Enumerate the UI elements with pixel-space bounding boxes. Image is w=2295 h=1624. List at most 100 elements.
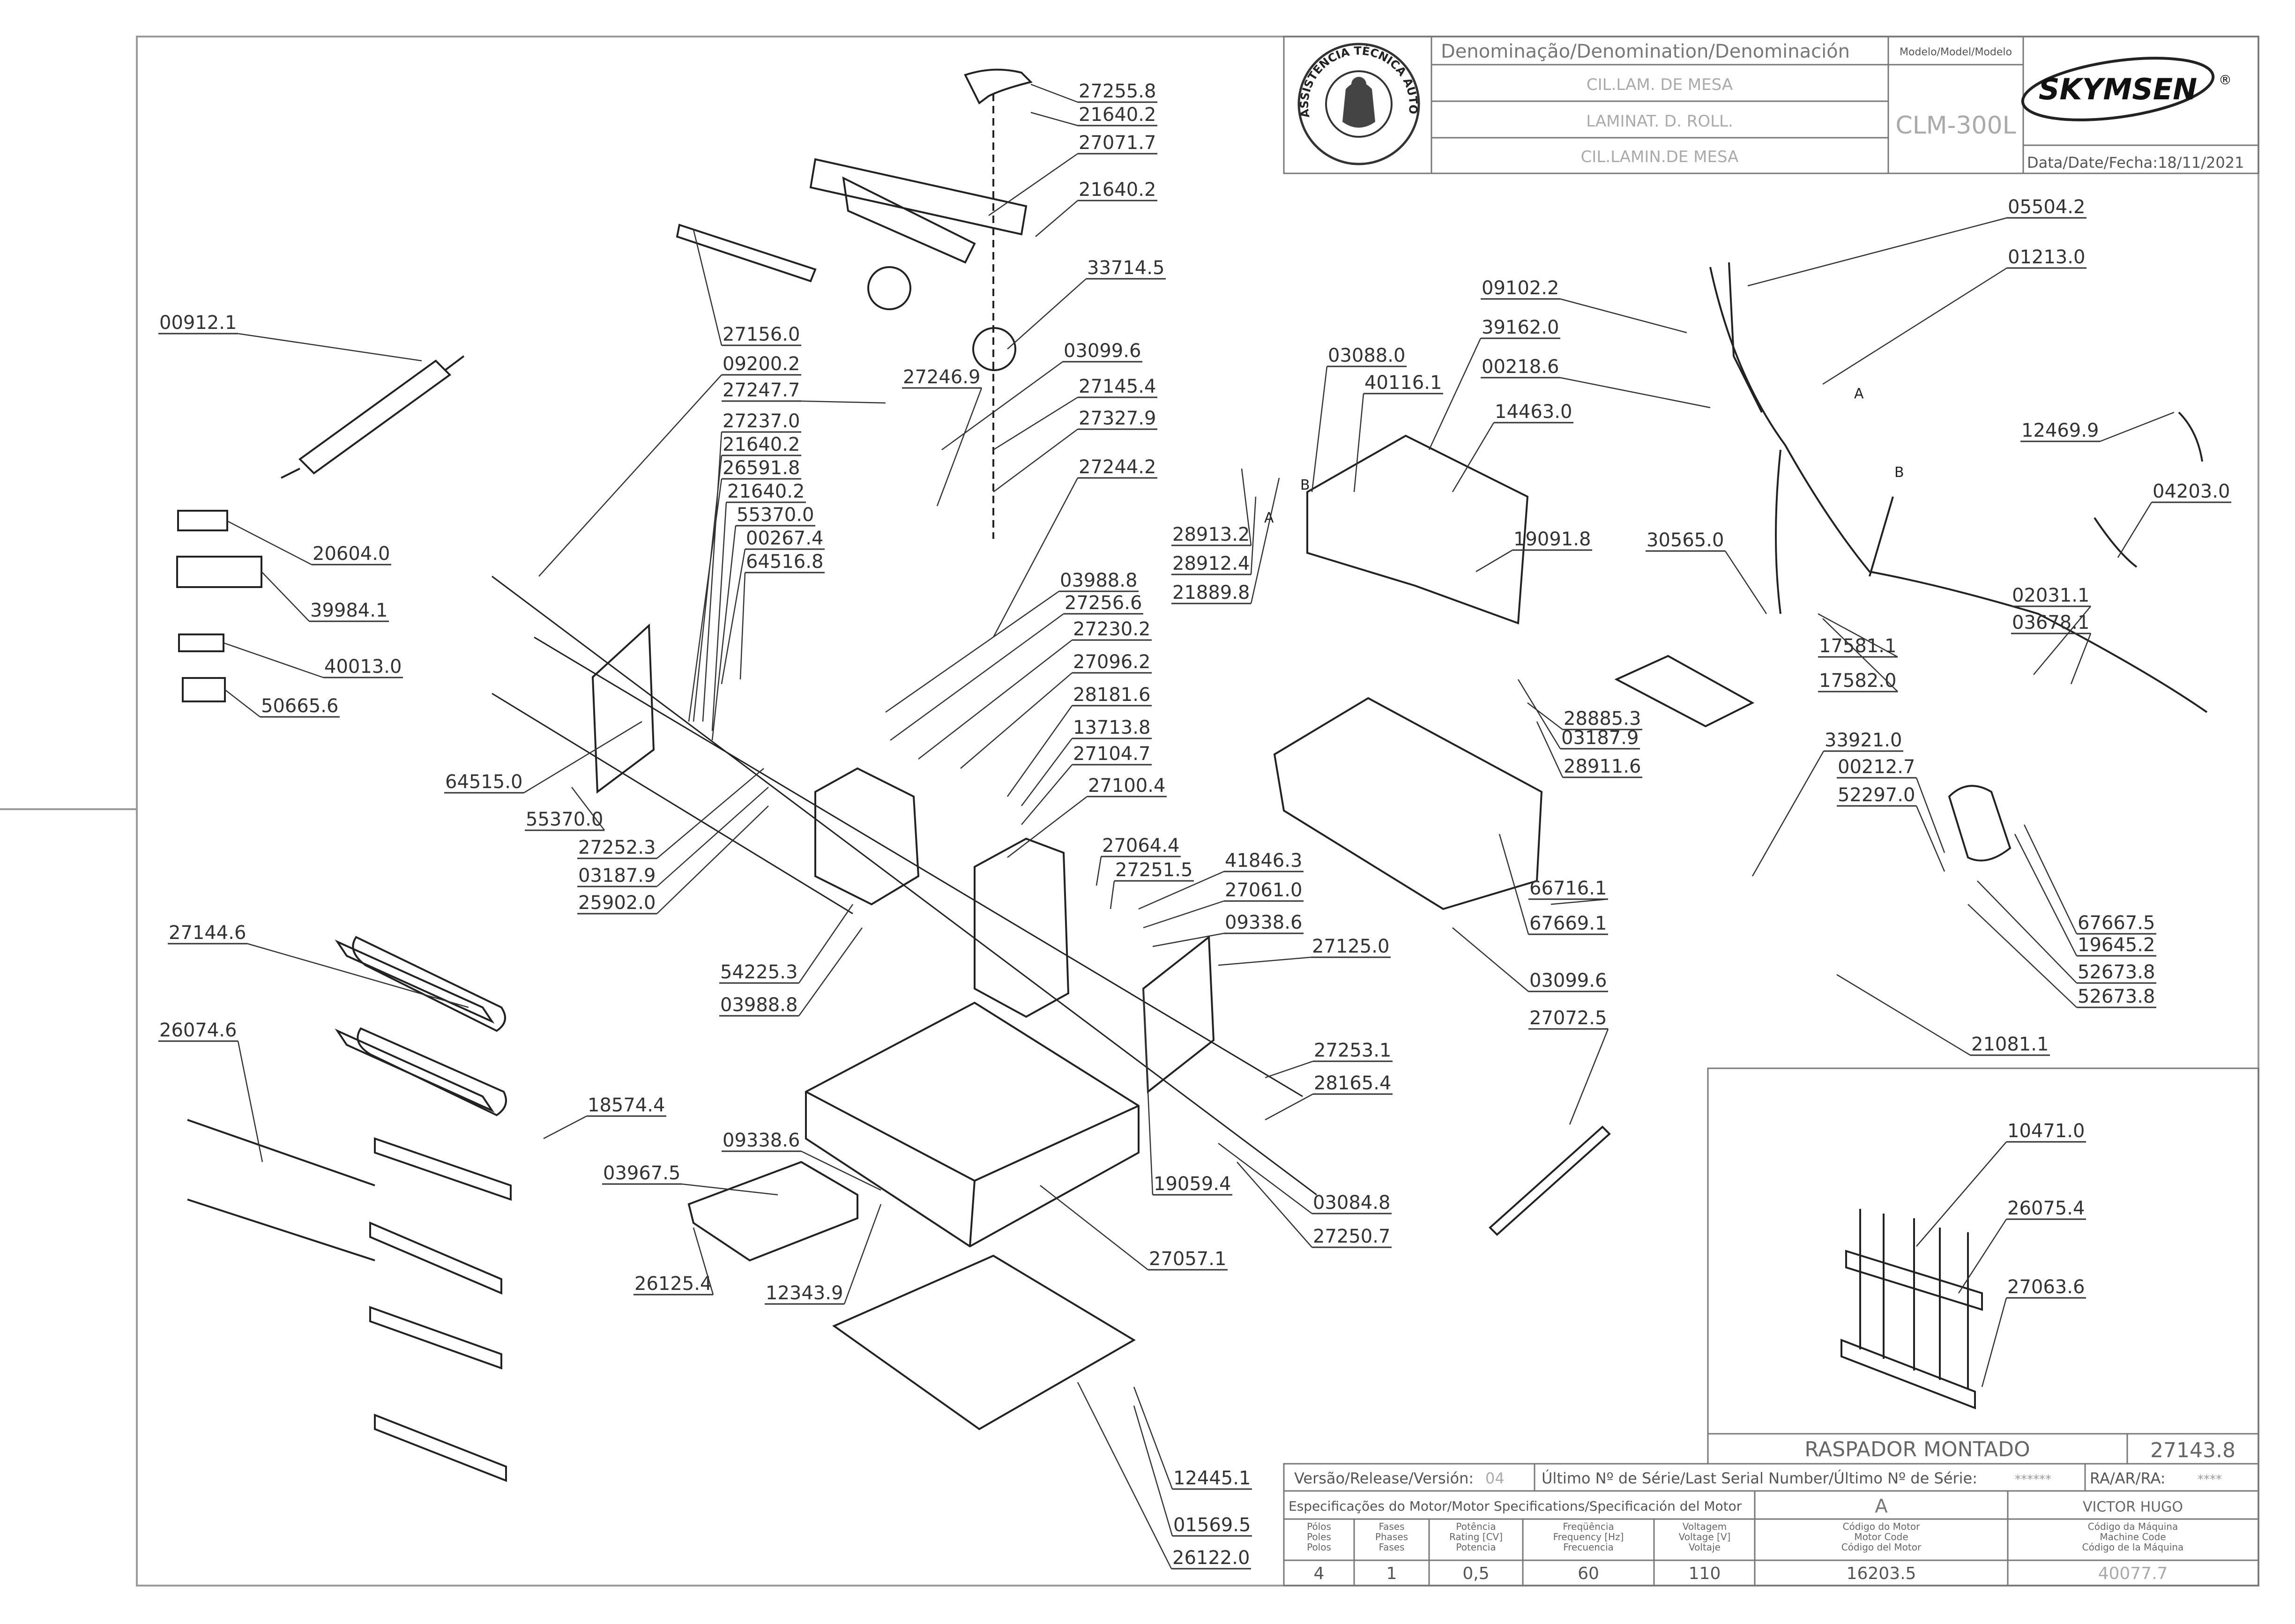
- callout-leader: [890, 613, 1064, 741]
- adjust-knob: [964, 68, 1033, 105]
- spec-header-line: Fases: [1378, 1542, 1404, 1553]
- callout-leader: [1133, 1386, 1173, 1490]
- callout-leader: [1428, 338, 1482, 450]
- part-number-label: 00212.7: [1838, 756, 1915, 778]
- part-number-label: 17582.0: [1819, 670, 1896, 692]
- callout-leader: [960, 672, 1073, 769]
- part-number-label: 19059.4: [1154, 1173, 1231, 1195]
- inset-code: 27143.8: [2150, 1438, 2235, 1462]
- date-label: Data/Date/Fecha:18/11/2021: [2027, 154, 2244, 171]
- part-number-label: 27156.0: [723, 324, 800, 345]
- part-number-label: 27072.5: [1529, 1007, 1607, 1029]
- version-label: Versão/Release/Versión:: [1294, 1469, 1474, 1487]
- spec-header-line: Frequency [Hz]: [1553, 1531, 1624, 1542]
- part-number-label: 28913.2: [1172, 524, 1250, 545]
- spec-header-line: Código da Máquina: [2088, 1521, 2178, 1532]
- callout-leader: [1822, 618, 1898, 692]
- part-number-label: 33921.0: [1825, 730, 1902, 751]
- callout-leader: [1452, 422, 1495, 492]
- callout-leader: [1836, 974, 1971, 1056]
- part-number-label: 17581.1: [1819, 635, 1896, 657]
- part-number-label: 27144.6: [169, 922, 246, 944]
- name-portuguese: CIL.LAM. DE MESA: [1587, 75, 1733, 94]
- version-value: 04: [1485, 1469, 1505, 1487]
- label-40013: [178, 633, 224, 652]
- upper-roller: [335, 936, 506, 1032]
- name-english: LAMINAT. D. ROLL.: [1586, 112, 1733, 131]
- part-number-label: 27230.2: [1073, 618, 1150, 640]
- part-number-label: 27064.4: [1102, 835, 1179, 857]
- callout-leader: [238, 333, 422, 362]
- callout-leader: [261, 571, 310, 622]
- scraper-upper: [369, 1137, 512, 1295]
- callout-leader: [1916, 1141, 2007, 1247]
- part-number-label: 03099.6: [1064, 340, 1141, 362]
- part-number-label: 28912.4: [1172, 553, 1250, 574]
- callout-leader: [1498, 834, 1529, 935]
- rolling-pin: [281, 355, 465, 479]
- part-number-label: 27104.7: [1073, 743, 1150, 765]
- brand-logo: SKYMSEN ®: [2021, 57, 2232, 121]
- part-number-label: 03187.9: [1561, 727, 1639, 749]
- part-number-label: 26074.6: [159, 1020, 237, 1041]
- right-side-plate: [1142, 935, 1215, 1094]
- callout-leader: [2100, 411, 2175, 442]
- part-number-label: 27251.5: [1115, 859, 1192, 881]
- part-number-label: 09102.2: [1482, 277, 1559, 299]
- callout-leader: [1077, 1382, 1172, 1569]
- callout-leader: [2023, 824, 2078, 934]
- part-number-label: 04203.0: [2153, 481, 2230, 502]
- callout-leader: [538, 374, 722, 577]
- callout-leader: [1030, 83, 1078, 103]
- callout-leader: [798, 927, 863, 1016]
- part-number-label: 19091.8: [1513, 529, 1591, 550]
- ra-label: RA/AR/RA:: [2090, 1469, 2166, 1487]
- callout-leader: [656, 768, 764, 859]
- part-number-label: 55370.0: [526, 809, 603, 830]
- part-number-label: 67669.1: [1529, 913, 1607, 934]
- part-number-label: 27246.9: [903, 366, 980, 388]
- callout-leader: [543, 1115, 587, 1140]
- callout-leader: [2033, 606, 2091, 675]
- callout-leader: [739, 572, 746, 680]
- callout-leader: [798, 904, 854, 983]
- spec-value: 4: [1314, 1564, 1325, 1583]
- callout-leader: [223, 642, 324, 678]
- callout-leader: [1550, 898, 1609, 905]
- callout-leader: [801, 400, 886, 404]
- base-box: [805, 1001, 1140, 1248]
- part-number-label: 64515.0: [445, 771, 522, 793]
- spec-header-line: Machine Code: [2100, 1531, 2166, 1542]
- part-number-label: 13713.8: [1073, 717, 1150, 738]
- author-name: VICTOR HUGO: [2083, 1499, 2183, 1515]
- wire-label-b-left: B: [1300, 477, 1310, 493]
- callout-leader: [2117, 502, 2153, 558]
- callout-leader: [2070, 633, 2092, 685]
- date-label-text: Data/Date/Fecha:: [2027, 154, 2158, 171]
- callout-leader: [993, 396, 1078, 451]
- callout-leader: [1311, 366, 1328, 492]
- callout-leader: [1007, 796, 1088, 858]
- callout-leader: [1142, 988, 1154, 1195]
- callout-leader: [1250, 496, 1257, 575]
- spec-header-line: Código del Motor: [1841, 1542, 1922, 1553]
- part-number-label: 27252.3: [578, 837, 656, 858]
- callout-leader: [1030, 112, 1078, 127]
- callout-leader: [656, 805, 769, 914]
- callout-leader: [2014, 834, 2078, 956]
- spec-header-line: Código de la Máquina: [2082, 1542, 2184, 1553]
- part-number-label: 00912.1: [159, 312, 237, 334]
- ra-value: ****: [2198, 1473, 2222, 1487]
- part-number-label: 27247.7: [723, 380, 800, 401]
- cable-04203: [2094, 517, 2138, 568]
- callout-leader: [1517, 679, 1561, 749]
- spec-header-line: Potencia: [1456, 1542, 1496, 1553]
- part-number-label: 19645.2: [2078, 934, 2155, 956]
- wire-label-b: B: [1894, 464, 1904, 481]
- callout-leader: [1241, 468, 1252, 546]
- sprocket-upper: [867, 266, 911, 310]
- part-number-label: 55370.0: [737, 504, 814, 526]
- part-number-label: 54225.3: [720, 961, 797, 983]
- part-number-label: 03678.1: [2012, 612, 2089, 633]
